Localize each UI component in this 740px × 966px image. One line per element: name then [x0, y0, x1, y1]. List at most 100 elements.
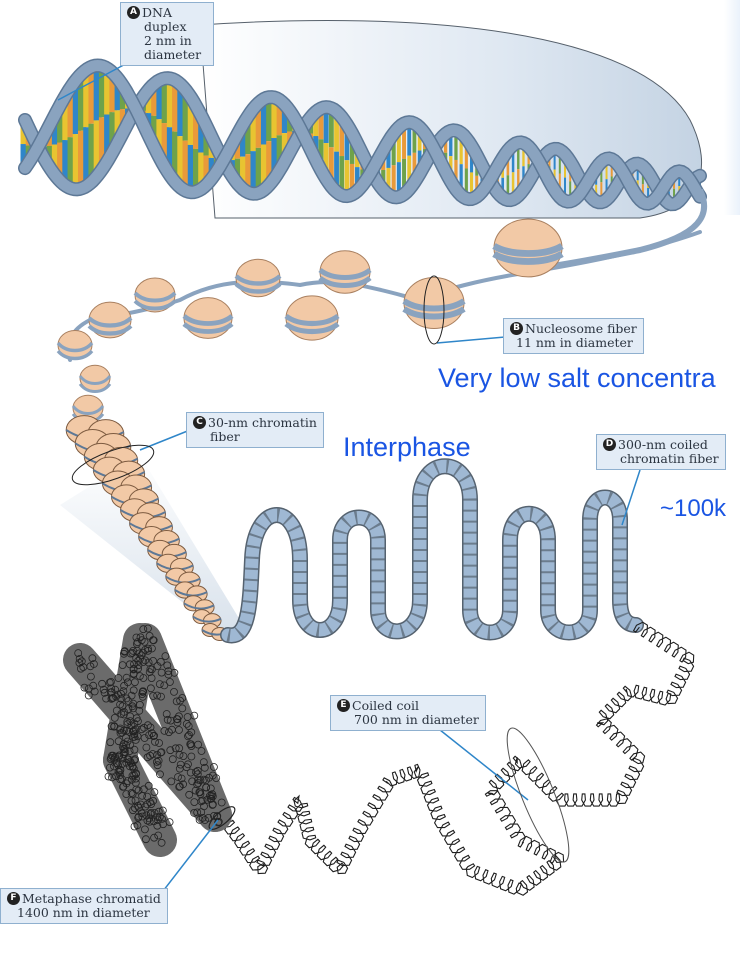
base-pair: [104, 114, 113, 160]
chromatin-loop: [120, 745, 129, 754]
base-pair: [240, 124, 247, 157]
dna-wrap: [71, 404, 105, 415]
chromatin-loop: [135, 700, 144, 709]
chromatin-loop: [155, 680, 164, 688]
chromatin-loop: [147, 809, 155, 817]
base-pair: [396, 162, 401, 197]
chromatin-loop: [186, 768, 195, 777]
metaphase-chromosome: [63, 623, 236, 857]
chromatin-loop: [197, 747, 206, 755]
chromatin-loop: [77, 664, 85, 673]
base-pair: [192, 148, 200, 192]
chromatin-loop: [153, 761, 162, 770]
chromatin-loop: [145, 668, 154, 676]
base-pair: [245, 115, 252, 155]
base-pair: [313, 111, 319, 137]
chromatin-loop: [134, 656, 143, 665]
base-pair: [166, 127, 174, 176]
chromatid-arm: [103, 743, 177, 857]
dna-wrap: [78, 374, 112, 385]
chromatin-loop: [138, 692, 147, 701]
chromatin-loop: [88, 654, 97, 663]
chromatin-loop: [134, 664, 143, 673]
chromatin-loop: [184, 732, 192, 741]
chromatin-loop: [80, 683, 89, 692]
chromatin-loop: [153, 821, 162, 830]
chromatin-loop: [191, 768, 200, 776]
base-pair: [255, 147, 262, 193]
chromatin-loop: [133, 717, 142, 726]
chromatin-loop: [207, 794, 216, 803]
chromatin-loop: [153, 662, 162, 670]
dna-wrap: [182, 322, 234, 334]
chromatin-loop: [206, 784, 215, 793]
base-pair: [396, 127, 401, 163]
loop-fiber-stripes: [226, 459, 637, 642]
chromatin-loop: [154, 807, 163, 816]
chromatin-loop: [171, 744, 180, 753]
base-pair: [328, 147, 334, 187]
chromatin-loop: [125, 660, 134, 669]
chromatin-loop: [204, 814, 213, 822]
base-pair: [454, 159, 458, 190]
chromatin-loop: [185, 790, 194, 799]
chromatin-loop: [214, 818, 223, 827]
size-note: ~100k: [660, 495, 727, 522]
base-pair: [323, 143, 329, 180]
chromatin-loop: [123, 777, 132, 785]
base-pair: [344, 124, 350, 161]
dna-wrap: [492, 250, 564, 265]
base-pair: [203, 155, 211, 185]
base-pair: [449, 130, 453, 157]
chromatin-loop: [141, 802, 150, 811]
chromatin-loop: [141, 835, 150, 844]
base-pair: [177, 136, 185, 188]
coil-spring: [219, 621, 695, 896]
chromatin-loop: [112, 772, 120, 781]
leader-lines: [57, 59, 641, 896]
dna-wrap: [78, 382, 112, 393]
base-pair: [522, 143, 525, 167]
chromatin-loop: [203, 795, 212, 804]
base-pair: [605, 158, 608, 180]
base-pair: [88, 123, 97, 182]
chromatin-loop: [175, 764, 184, 773]
chromatin-loop: [90, 660, 98, 668]
dna-wrap: [87, 316, 133, 328]
base-pair: [72, 134, 82, 190]
chromatin-loop: [176, 696, 185, 705]
chromatin-loop: [144, 644, 152, 653]
base-pair: [182, 90, 190, 141]
chromatin-loop: [175, 744, 184, 753]
chromatin-loop: [116, 700, 124, 709]
base-pair: [318, 108, 324, 140]
chromatin-loop: [123, 718, 132, 726]
base-pair: [407, 155, 412, 190]
chromatin-loop: [113, 759, 121, 768]
chromatin-loop: [150, 833, 159, 842]
chromatin-loop: [116, 771, 125, 779]
dna-wrap: [182, 314, 234, 326]
chromatin-loop: [195, 788, 204, 796]
base-pair: [334, 111, 339, 152]
fiber-marker-ring: [71, 444, 155, 486]
chromatin-loop: [168, 755, 177, 764]
salt-note: Very low salt concentra: [438, 363, 716, 393]
base-pair: [93, 65, 102, 121]
badge-e: E: [337, 699, 350, 712]
chromatin-loop: [156, 748, 165, 757]
chromatin-loop: [210, 812, 218, 820]
chromatin-loop: [110, 754, 119, 762]
chromatin-loop: [161, 652, 170, 660]
chromatin-loop: [138, 648, 147, 657]
chromatin-loop: [183, 713, 192, 721]
base-pair: [109, 112, 118, 151]
base-pair: [198, 116, 205, 153]
chromatin-loop: [130, 804, 139, 812]
base-pair: [67, 137, 76, 189]
chromatin-loop: [126, 741, 135, 749]
chromatin-loop: [195, 816, 204, 824]
base-pair: [412, 123, 417, 153]
